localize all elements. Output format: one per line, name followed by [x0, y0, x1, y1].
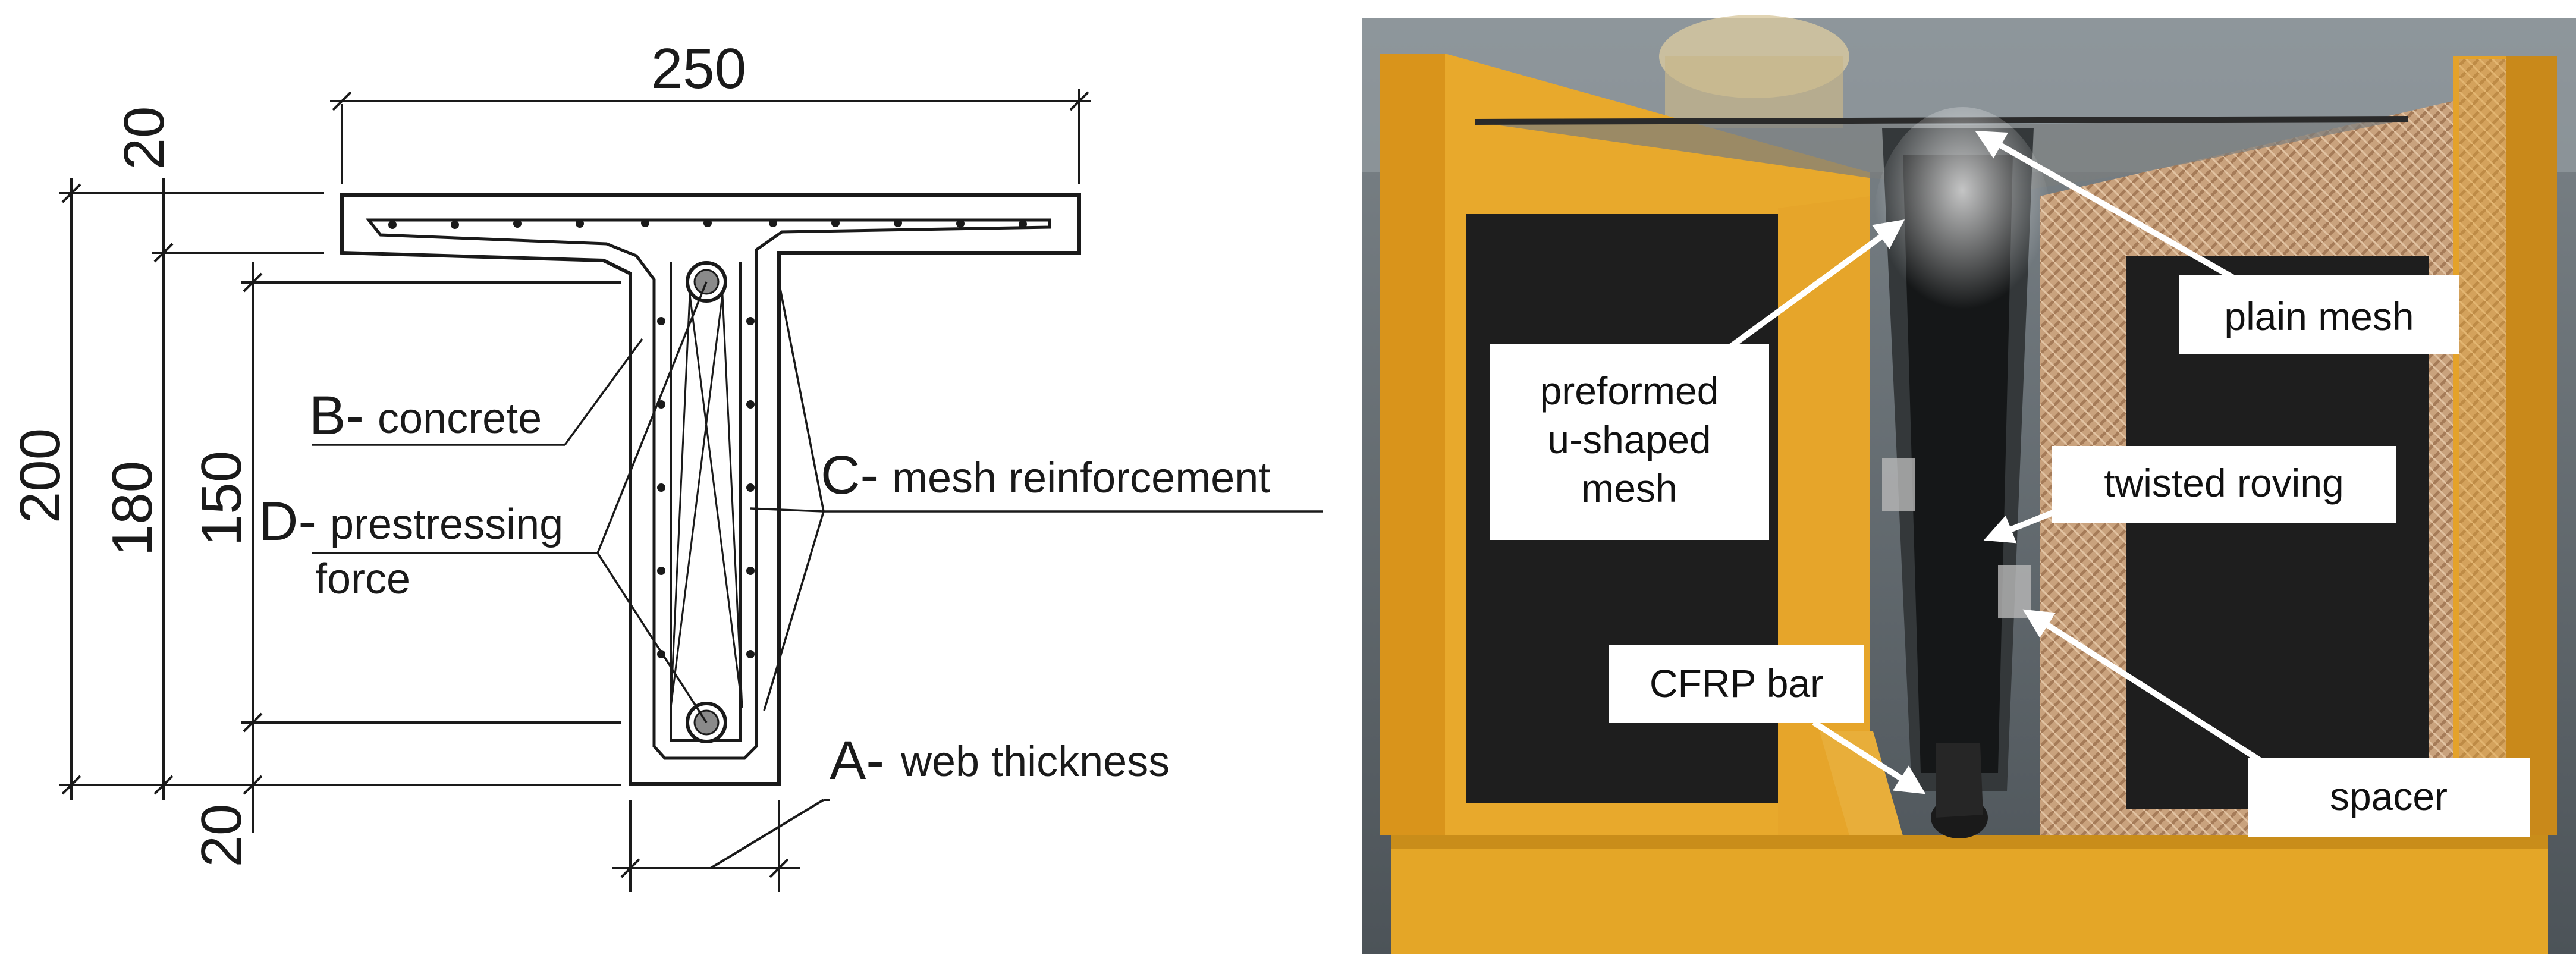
annotation-arrows: [1711, 131, 2291, 794]
mesh-dots: [388, 219, 1027, 658]
dim-180-label: 180: [100, 461, 164, 556]
t-section-outline: [340, 193, 1081, 786]
label-d-letter: D-: [259, 491, 316, 552]
dim-top-flange-label: 20: [112, 106, 176, 170]
leader-lines: [312, 281, 1323, 723]
formwork-base: [1391, 835, 2548, 954]
label-plain-mesh: plain mesh: [2179, 275, 2459, 354]
label-d-text-2: force: [315, 555, 410, 603]
label-cfrp-bar: CFRP bar: [1609, 645, 1864, 723]
label-c-letter: C-: [821, 445, 878, 505]
formwork-photo: plain mesh preformed u-shaped mesh twist…: [1362, 15, 2576, 954]
mesh-assembly: [1474, 107, 2409, 838]
label-b-letter: B-: [309, 385, 364, 446]
dim-top-width-label: 250: [651, 37, 746, 100]
label-c-text: mesh reinforcement: [892, 454, 1270, 502]
dim-150-label: 150: [190, 451, 253, 546]
label-a-text: web thickness: [900, 738, 1170, 786]
label-d-text-1: prestressing: [330, 501, 563, 548]
label-b-text: concrete: [378, 395, 542, 442]
dim-bottom-label: 20: [190, 804, 253, 868]
dim-web-thickness: [612, 799, 830, 892]
svg-text:u-shaped: u-shaped: [1547, 417, 1711, 461]
svg-text:CFRP bar: CFRP bar: [1650, 661, 1823, 705]
label-twisted-roving: twisted roving: [2052, 446, 2396, 523]
svg-text:spacer: spacer: [2330, 774, 2448, 818]
svg-text:mesh: mesh: [1581, 466, 1677, 510]
web-ties: [670, 294, 743, 708]
svg-text:twisted roving: twisted roving: [2104, 461, 2344, 505]
label-spacer: spacer: [2248, 758, 2530, 837]
dim-200-label: 200: [8, 428, 72, 523]
label-preformed-mesh: preformed u-shaped mesh: [1490, 344, 1769, 540]
label-a-letter: A-: [830, 730, 884, 791]
dim-top-width: [330, 89, 1091, 184]
mesh-cage: [365, 218, 1051, 760]
cross-section-drawing: 250 20 200 180 150 20: [8, 37, 1323, 892]
svg-text:plain mesh: plain mesh: [2224, 294, 2414, 338]
svg-text:preformed: preformed: [1540, 369, 1719, 413]
dim-verticals: [59, 178, 621, 833]
